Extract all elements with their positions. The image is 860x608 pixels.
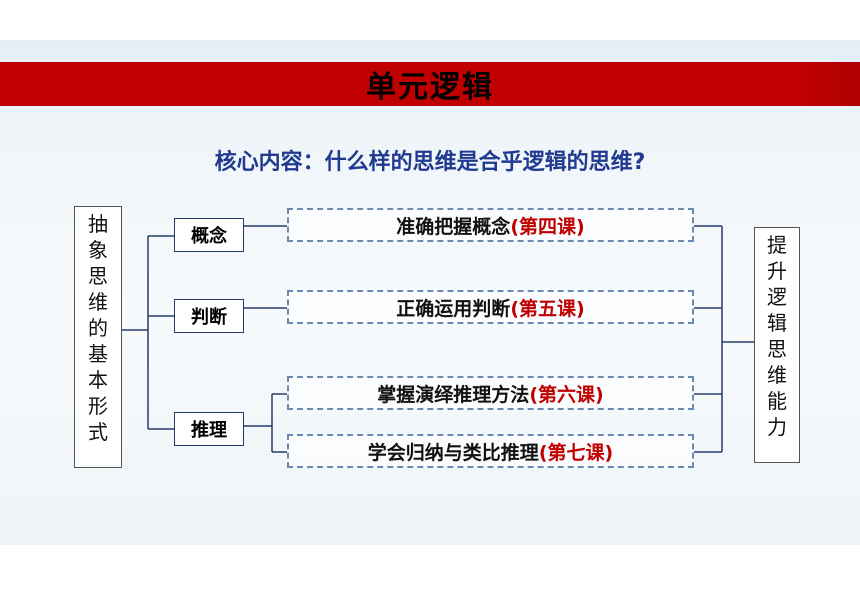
right-box-char: 辑 — [767, 311, 787, 335]
node-judgment: 判断 — [174, 299, 244, 333]
right-box-char: 力 — [767, 415, 787, 439]
left-box-char: 形 — [88, 394, 108, 418]
subtitle: 核心内容：什么样的思维是合乎逻辑的思维? — [214, 150, 646, 175]
node-concept: 概念 — [174, 218, 244, 252]
title-bar: 单元逻辑 — [0, 62, 860, 106]
item-lesson: (第四课) — [510, 215, 585, 238]
item-text: 正确运用判断 — [396, 297, 511, 320]
left-box-char: 式 — [88, 420, 108, 444]
item-text: 掌握演绎推理方法 — [377, 383, 530, 406]
left-box-char: 基 — [88, 342, 108, 366]
right-box-char: 提 — [767, 233, 787, 257]
item-text: 学会归纳与类比推理 — [367, 441, 539, 464]
item-concept: 准确把握概念(第四课) — [287, 208, 694, 242]
left-box-char: 抽 — [88, 212, 108, 236]
item-induction: 学会归纳与类比推理(第七课) — [287, 434, 694, 468]
right-box-char: 维 — [767, 363, 787, 387]
item-lesson: (第七课) — [538, 441, 614, 464]
right-box-char: 能 — [767, 389, 787, 413]
item-judgment: 正确运用判断(第五课) — [287, 290, 694, 324]
item-text: 准确把握概念 — [396, 215, 511, 238]
left-box-char: 思 — [88, 264, 108, 288]
node-reasoning: 推理 — [174, 412, 244, 446]
left-concept-box: 抽象思维的基本形式 — [74, 206, 122, 468]
item-deduction: 掌握演绎推理方法(第六课) — [287, 376, 694, 410]
left-box-char: 的 — [88, 316, 108, 340]
slide-title: 单元逻辑 — [366, 70, 494, 105]
left-box-char: 本 — [88, 368, 108, 392]
left-box-char: 象 — [88, 238, 108, 262]
left-box-char: 维 — [88, 290, 108, 314]
right-box-char: 升 — [767, 259, 787, 283]
item-lesson: (第六课) — [529, 383, 604, 406]
item-lesson: (第五课) — [510, 297, 585, 320]
right-box-char: 思 — [767, 337, 787, 361]
right-box-char: 逻 — [767, 285, 787, 309]
title-bar-edge — [800, 62, 860, 106]
bottom-blank-area — [0, 545, 860, 608]
right-goal-box: 提升逻辑思维能力 — [754, 227, 800, 463]
